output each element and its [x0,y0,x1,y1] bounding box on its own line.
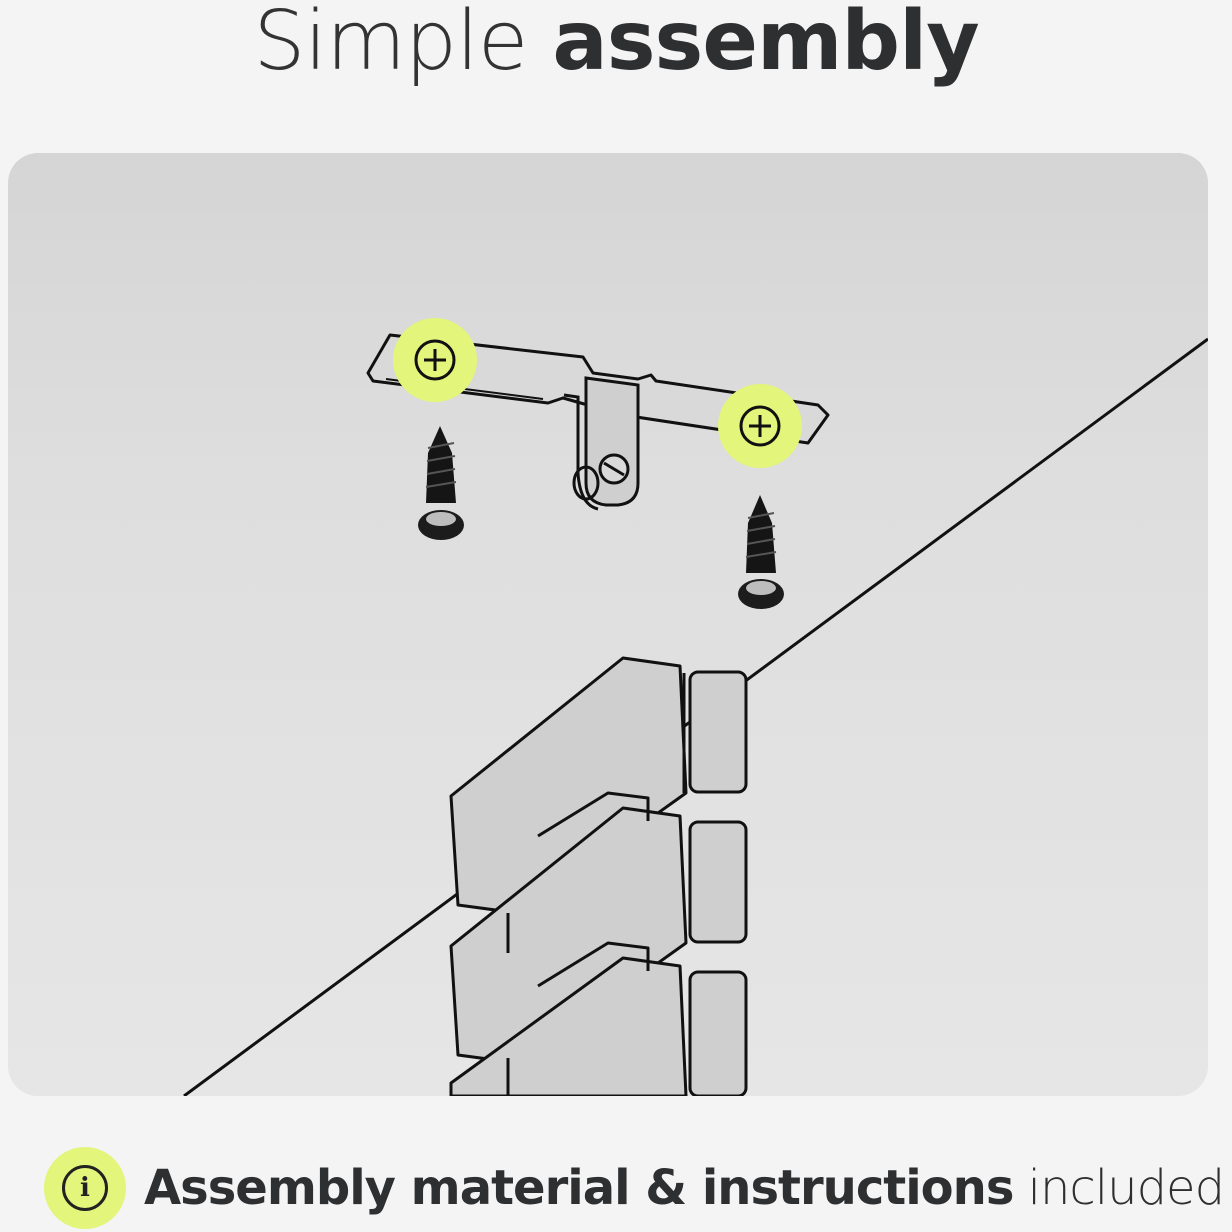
info-icon: i [44,1147,126,1229]
title-bold: assembly [552,0,979,89]
screw-icon [738,495,784,609]
cable-spine-icon [449,656,748,1096]
screw-icon [418,426,464,540]
plus-screw-icon [718,384,802,468]
footer-note: i Assembly material & instructions inclu… [44,1146,1232,1230]
page-title: Simple assembly [0,0,1232,90]
footer-light: included [1027,1160,1225,1216]
mounting-bracket-icon [366,333,830,511]
footer-bold: Assembly material & instructions [144,1160,1014,1216]
plus-screw-icon [393,318,477,402]
title-light: Simple [253,0,528,89]
assembly-illustration-panel [8,153,1208,1096]
footer-text: Assembly material & instructions include… [144,1160,1225,1216]
assembly-illustration [183,318,1208,1096]
